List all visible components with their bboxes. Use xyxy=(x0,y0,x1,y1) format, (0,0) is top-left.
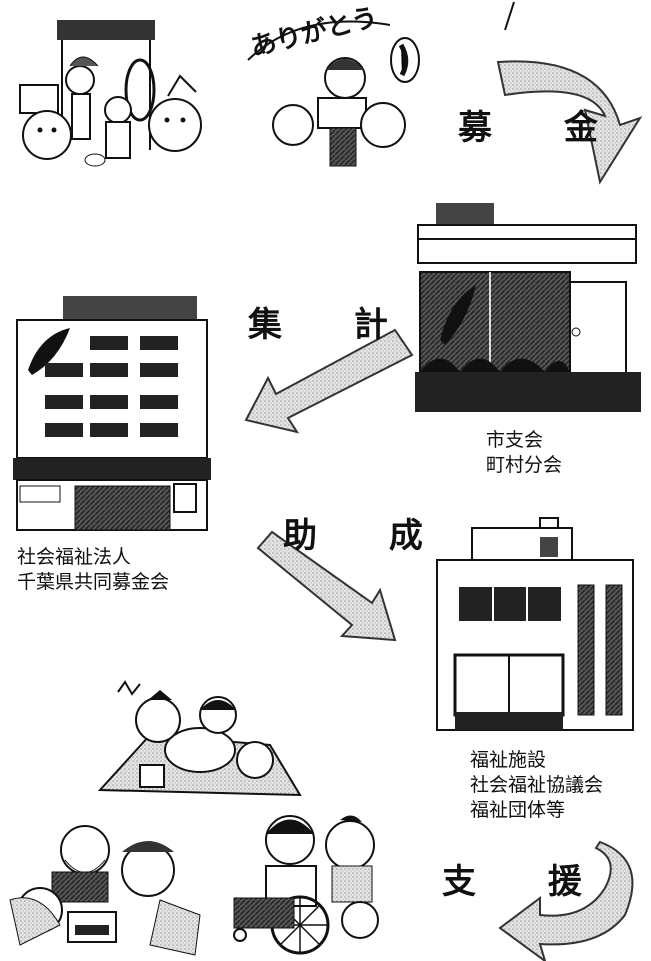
headquarters-building xyxy=(13,296,211,531)
facility-caption-line3: 福祉団体等 xyxy=(470,799,566,821)
hq-caption-line2: 千葉県共同募金会 xyxy=(17,571,170,593)
facility-caption-line1: 福祉施設 xyxy=(470,749,547,771)
welfare-facility-building xyxy=(436,517,634,731)
pen-stroke-mark xyxy=(504,1,515,31)
aggregation-label: 集 計 xyxy=(248,305,418,345)
fundraising-label: 募 金 xyxy=(458,108,628,148)
subsidy-arrow xyxy=(256,530,397,642)
headquarters-caption: 社会福祉法人 千葉県共同募金会 xyxy=(17,545,169,595)
branch-office-building xyxy=(415,203,641,412)
donation-box-scene xyxy=(19,20,202,167)
thanks-scene xyxy=(247,20,420,167)
elder-care-scene xyxy=(9,825,201,956)
branch-office-caption: 市支会 町村分会 xyxy=(486,428,562,478)
hq-caption-line1: 社会福祉法人 xyxy=(17,546,132,568)
subsidy-label: 助 成 xyxy=(283,516,453,556)
branch-caption-line1: 市支会 xyxy=(486,429,544,451)
facility-caption: 福祉施設 社会福祉協議会 福祉団体等 xyxy=(470,748,603,823)
support-label: 支 援 xyxy=(442,862,612,902)
festival-scene xyxy=(97,680,302,797)
support-arrow xyxy=(498,840,634,961)
aggregation-arrow xyxy=(244,328,414,434)
wheelchair-scene xyxy=(233,815,379,955)
facility-caption-line2: 社会福祉協議会 xyxy=(470,774,604,796)
fundraising-arrow xyxy=(496,60,643,185)
branch-caption-line2: 町村分会 xyxy=(486,454,563,476)
